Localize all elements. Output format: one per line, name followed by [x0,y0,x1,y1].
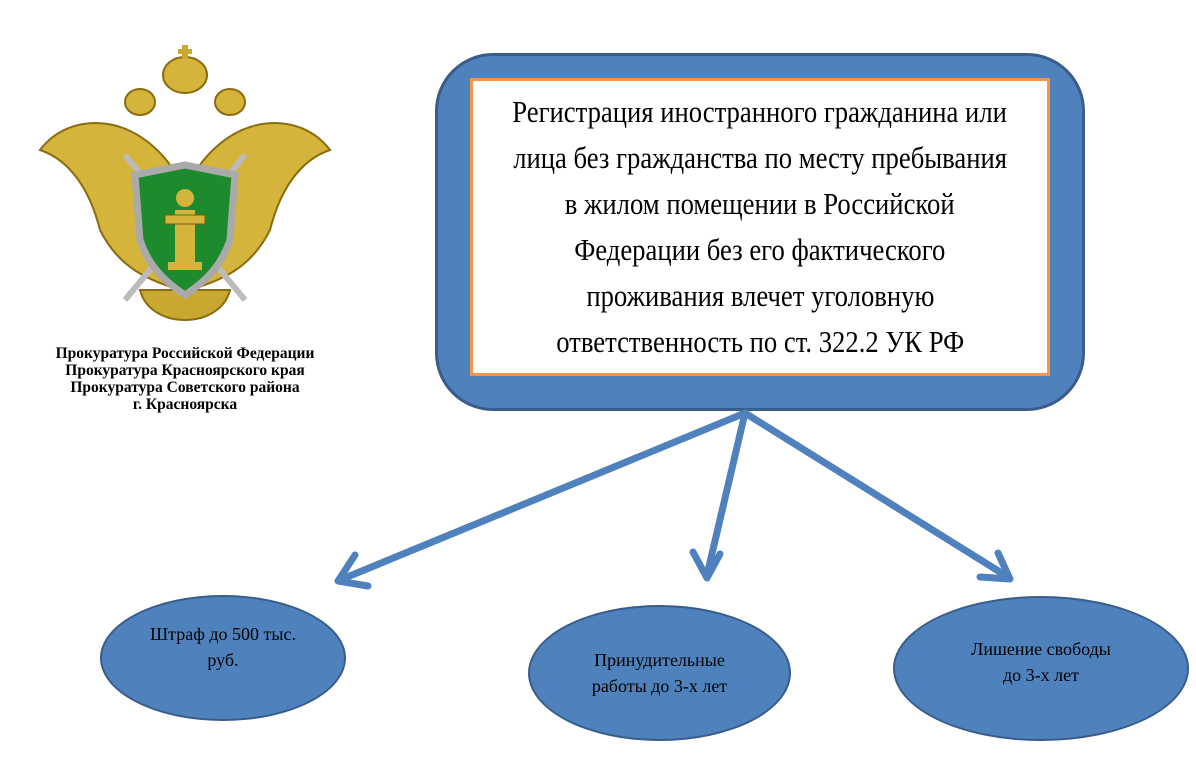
org-line: Прокуратура Российской Федерации [55,345,315,362]
statement-line: Федерации без его фактического [574,232,946,267]
arrow-to-forced-labor [689,409,749,582]
statement-line: ответственность по ст. 322.2 УК РФ [556,324,964,359]
penalty-forced-labor: Принудительные работы до 3-х лет [528,605,791,741]
statement-line: в жилом помещении в Российской [565,186,955,221]
arrow-to-imprisonment [741,409,1014,583]
penalty-line: руб. [207,650,239,670]
statement-line: Регистрация иностранного гражданина или [512,94,1008,129]
penalty-fine: Штраф до 500 тыс. руб. [100,595,346,721]
penalty-line: Принудительные [594,650,725,670]
org-line: г. Красноярска [132,396,238,413]
penalty-line: работы до 3-х лет [591,676,728,696]
statement-line: лица без гражданства по месту пребывания [513,140,1007,175]
penalty-line: Лишение свободы [971,638,1111,659]
org-line: Прокуратура Красноярского края [65,362,305,379]
penalty-imprisonment: Лишение свободы до 3-х лет [893,596,1189,741]
organization-name: Прокуратура Российской Федерации Прокура… [0,345,370,413]
arrow-to-fine [334,409,749,590]
penalty-line: Штраф до 500 тыс. [149,624,296,644]
penalty-line: до 3-х лет [1003,664,1079,685]
statement-line: проживания влечет уголовную [585,278,935,313]
column-icon [164,189,206,270]
crown-icon [124,45,246,116]
org-line: Прокуратура Советского района [70,379,300,396]
main-statement-box: Регистрация иностранного гражданина или … [470,78,1050,376]
prosecutor-emblem-logo [38,45,332,321]
